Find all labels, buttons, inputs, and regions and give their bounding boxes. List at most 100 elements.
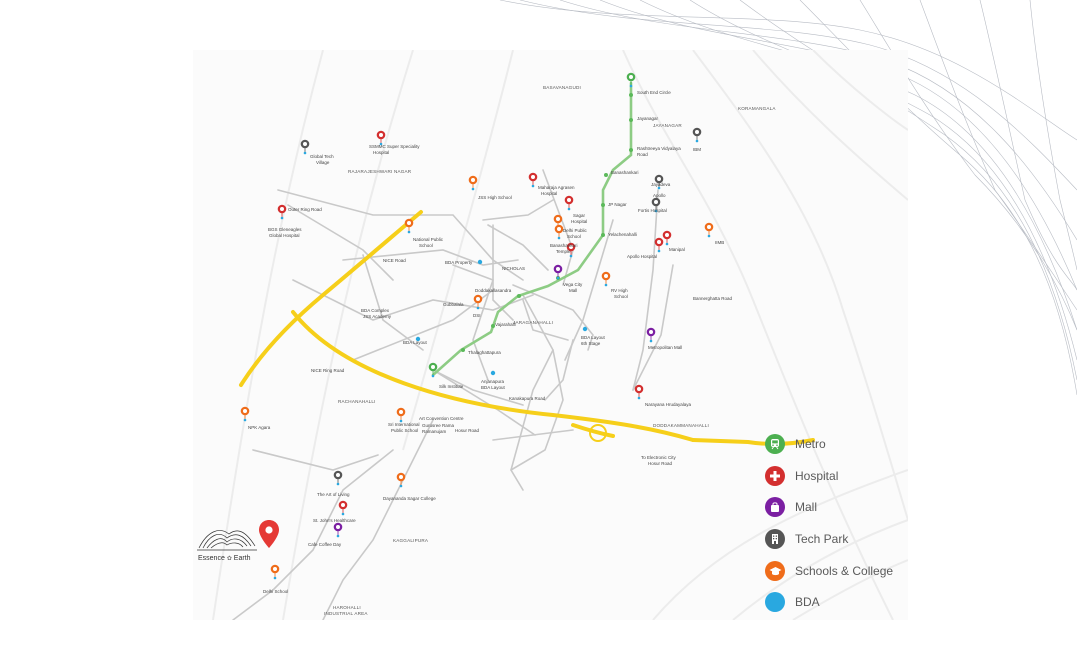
building-icon [765,528,785,549]
legend-label: Metro [795,436,826,451]
legend-label: Tech Park [795,531,849,546]
area-label: DODDAKAMMANAHALLI [653,423,709,428]
place-label: DSI [473,313,481,318]
metro-pin-icon[interactable] [428,362,438,378]
location-pin-icon [259,520,279,548]
legend-item-metro: Metro [765,428,945,460]
school-pin-icon[interactable] [396,472,406,488]
place-label: Fortis Hospital [638,208,667,213]
place-label: Public School [391,428,419,433]
area-label: KAGGALIPURA [393,538,429,543]
tech-park-pin-icon[interactable] [654,174,664,190]
school-pin-icon[interactable] [404,218,414,234]
place-label: NICE Ring Road [311,368,345,373]
place-label: Hospital [571,219,588,224]
bda-dot-icon [765,592,785,613]
place-label: The Art of Living [317,492,350,497]
place-label: Global Tech [310,154,334,159]
mall-pin-icon[interactable] [646,327,656,343]
hospital-cross-icon [765,465,785,486]
place-label: National Public [413,237,444,242]
hospital-pin-icon[interactable] [338,500,348,516]
bda-markers [415,259,588,376]
place-label: Narayana Hrudayalaya [645,402,692,407]
hospital-pin-icon[interactable] [564,195,574,211]
hospital-pin-icon[interactable] [566,242,576,258]
area-label: JAYANAGAR [653,123,682,128]
school-pin-icon[interactable] [240,406,250,422]
station-label: Silk Institute [439,384,464,389]
place-label: Banashankari [550,243,578,248]
hospital-pin-icon[interactable] [662,230,672,246]
place-label: RV High [611,288,628,293]
metro-train-icon [765,433,785,454]
place-label: Sri International [388,422,420,427]
map-area[interactable]: BASAVANAGUDI JAYANAGAR KORAMANGALA RAJAR… [193,50,908,620]
place-label: Gubbalala [443,302,464,307]
hospital-pin-icon[interactable] [654,237,664,253]
area-label: BASAVANAGUDI [543,85,581,90]
station-label: Jayanagar [637,116,659,121]
area-label: HAROHALLI [333,605,361,610]
tech-park-pin-icon[interactable] [333,470,343,486]
place-label: Ramanujam [422,429,447,434]
mall-pin-icon[interactable] [333,522,343,538]
school-pin-icon[interactable] [270,564,280,580]
map-canvas[interactable] [193,50,908,620]
place-label: Anjanapura [481,379,505,384]
metro-line [431,81,633,377]
place-label: Outer Ring Road [288,207,322,212]
place-label: Art Convention Centre [419,416,464,421]
school-pin-icon[interactable] [468,175,478,191]
place-label: Kanakapura Road [509,396,546,401]
legend-label: Hospital [795,468,839,483]
place-label: Hosur Road [648,461,673,466]
area-label: RACHANAHALLI [338,399,376,404]
station-label: Doddakallasandra [475,288,512,293]
place-label: 6th Stage [581,341,601,346]
place-label: School [419,243,433,248]
hospital-pin-icon[interactable] [277,204,287,220]
legend-label: Mall [795,500,818,515]
place-label: School [567,234,581,239]
shopping-bag-icon [765,497,785,518]
school-pin-icon[interactable] [704,222,714,238]
school-pin-icon[interactable] [396,407,406,423]
area-label: RAJARAJESHWARI NAGAR [348,169,412,174]
station-label: Banashankari [611,170,639,175]
legend-label: BDA [795,595,820,610]
place-label: Jayadeva [651,182,671,187]
place-label: Hosur Road [455,428,480,433]
station-label: Yelachenahalli [608,232,637,237]
legend-item-tech-park: Tech Park [765,523,945,555]
school-pin-icon[interactable] [601,271,611,287]
place-label: Gurusree Rama [422,423,455,428]
hospital-pin-icon[interactable] [634,384,644,400]
station-label: Vajarahalli [495,322,516,327]
place-label: Sagar [573,213,586,218]
hospital-pin-icon[interactable] [376,130,386,146]
school-pin-icon[interactable] [473,294,483,310]
place-label: Hospital [373,150,390,155]
place-label: St. John's Healthcare [313,518,356,523]
tech-park-pin-icon[interactable] [300,139,310,155]
place-label: Hospital [541,191,558,196]
mall-pin-icon[interactable] [553,264,563,280]
brand-logo [197,520,279,551]
place-label: NICE Road [383,258,406,263]
station-label: JP Nagar [608,202,627,207]
place-label: IBM [693,147,702,152]
school-pin-icon[interactable] [554,224,564,240]
tech-park-pin-icon[interactable] [651,197,661,213]
station-label: Thalaghattapura [468,350,501,355]
place-label: BDA Layout [581,335,605,340]
place-label: BDA Layout [403,340,427,345]
metro-pin-icon[interactable] [626,72,636,88]
tech-park-pin-icon[interactable] [692,127,702,143]
place-label: BDA Complex [361,308,390,313]
hospital-pin-icon[interactable] [528,172,538,188]
place-label: Global Hospital [269,233,300,238]
highway-interchange [589,424,607,442]
area-label: JARAGANAHALLI [513,320,554,325]
station-label: South End Circle [637,90,671,95]
